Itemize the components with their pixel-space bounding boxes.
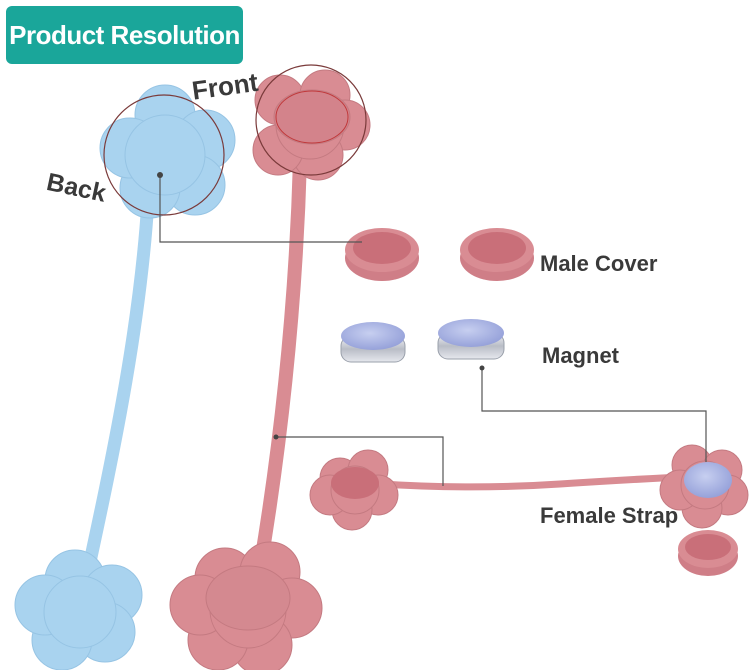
pink-strap-front — [169, 69, 371, 670]
magnet-1 — [340, 322, 406, 363]
back-dot — [157, 172, 163, 178]
magnet-dot — [479, 365, 485, 371]
strap-to-female-line — [276, 436, 444, 486]
front-callout-circle — [255, 64, 367, 176]
back-to-cover-line — [159, 175, 362, 243]
magnet-2 — [437, 319, 505, 360]
front-inner-circle — [275, 90, 349, 144]
blue-strap-back — [14, 84, 236, 670]
magnet-to-female-line — [481, 368, 707, 462]
strap-dot — [273, 434, 279, 440]
male-cover-3 — [678, 530, 738, 576]
product-resolution-badge: Product Resolution — [6, 6, 243, 64]
female-strap-label: Female Strap — [540, 503, 679, 528]
magnet-label: Magnet — [542, 343, 619, 368]
male-cover-1 — [345, 228, 419, 281]
male-cover-2 — [460, 228, 534, 281]
badge-title: Product Resolution — [9, 19, 240, 50]
back-callout-circle — [103, 94, 225, 216]
male-cover-label: Male Cover — [540, 251, 658, 276]
female-strap — [309, 444, 749, 531]
